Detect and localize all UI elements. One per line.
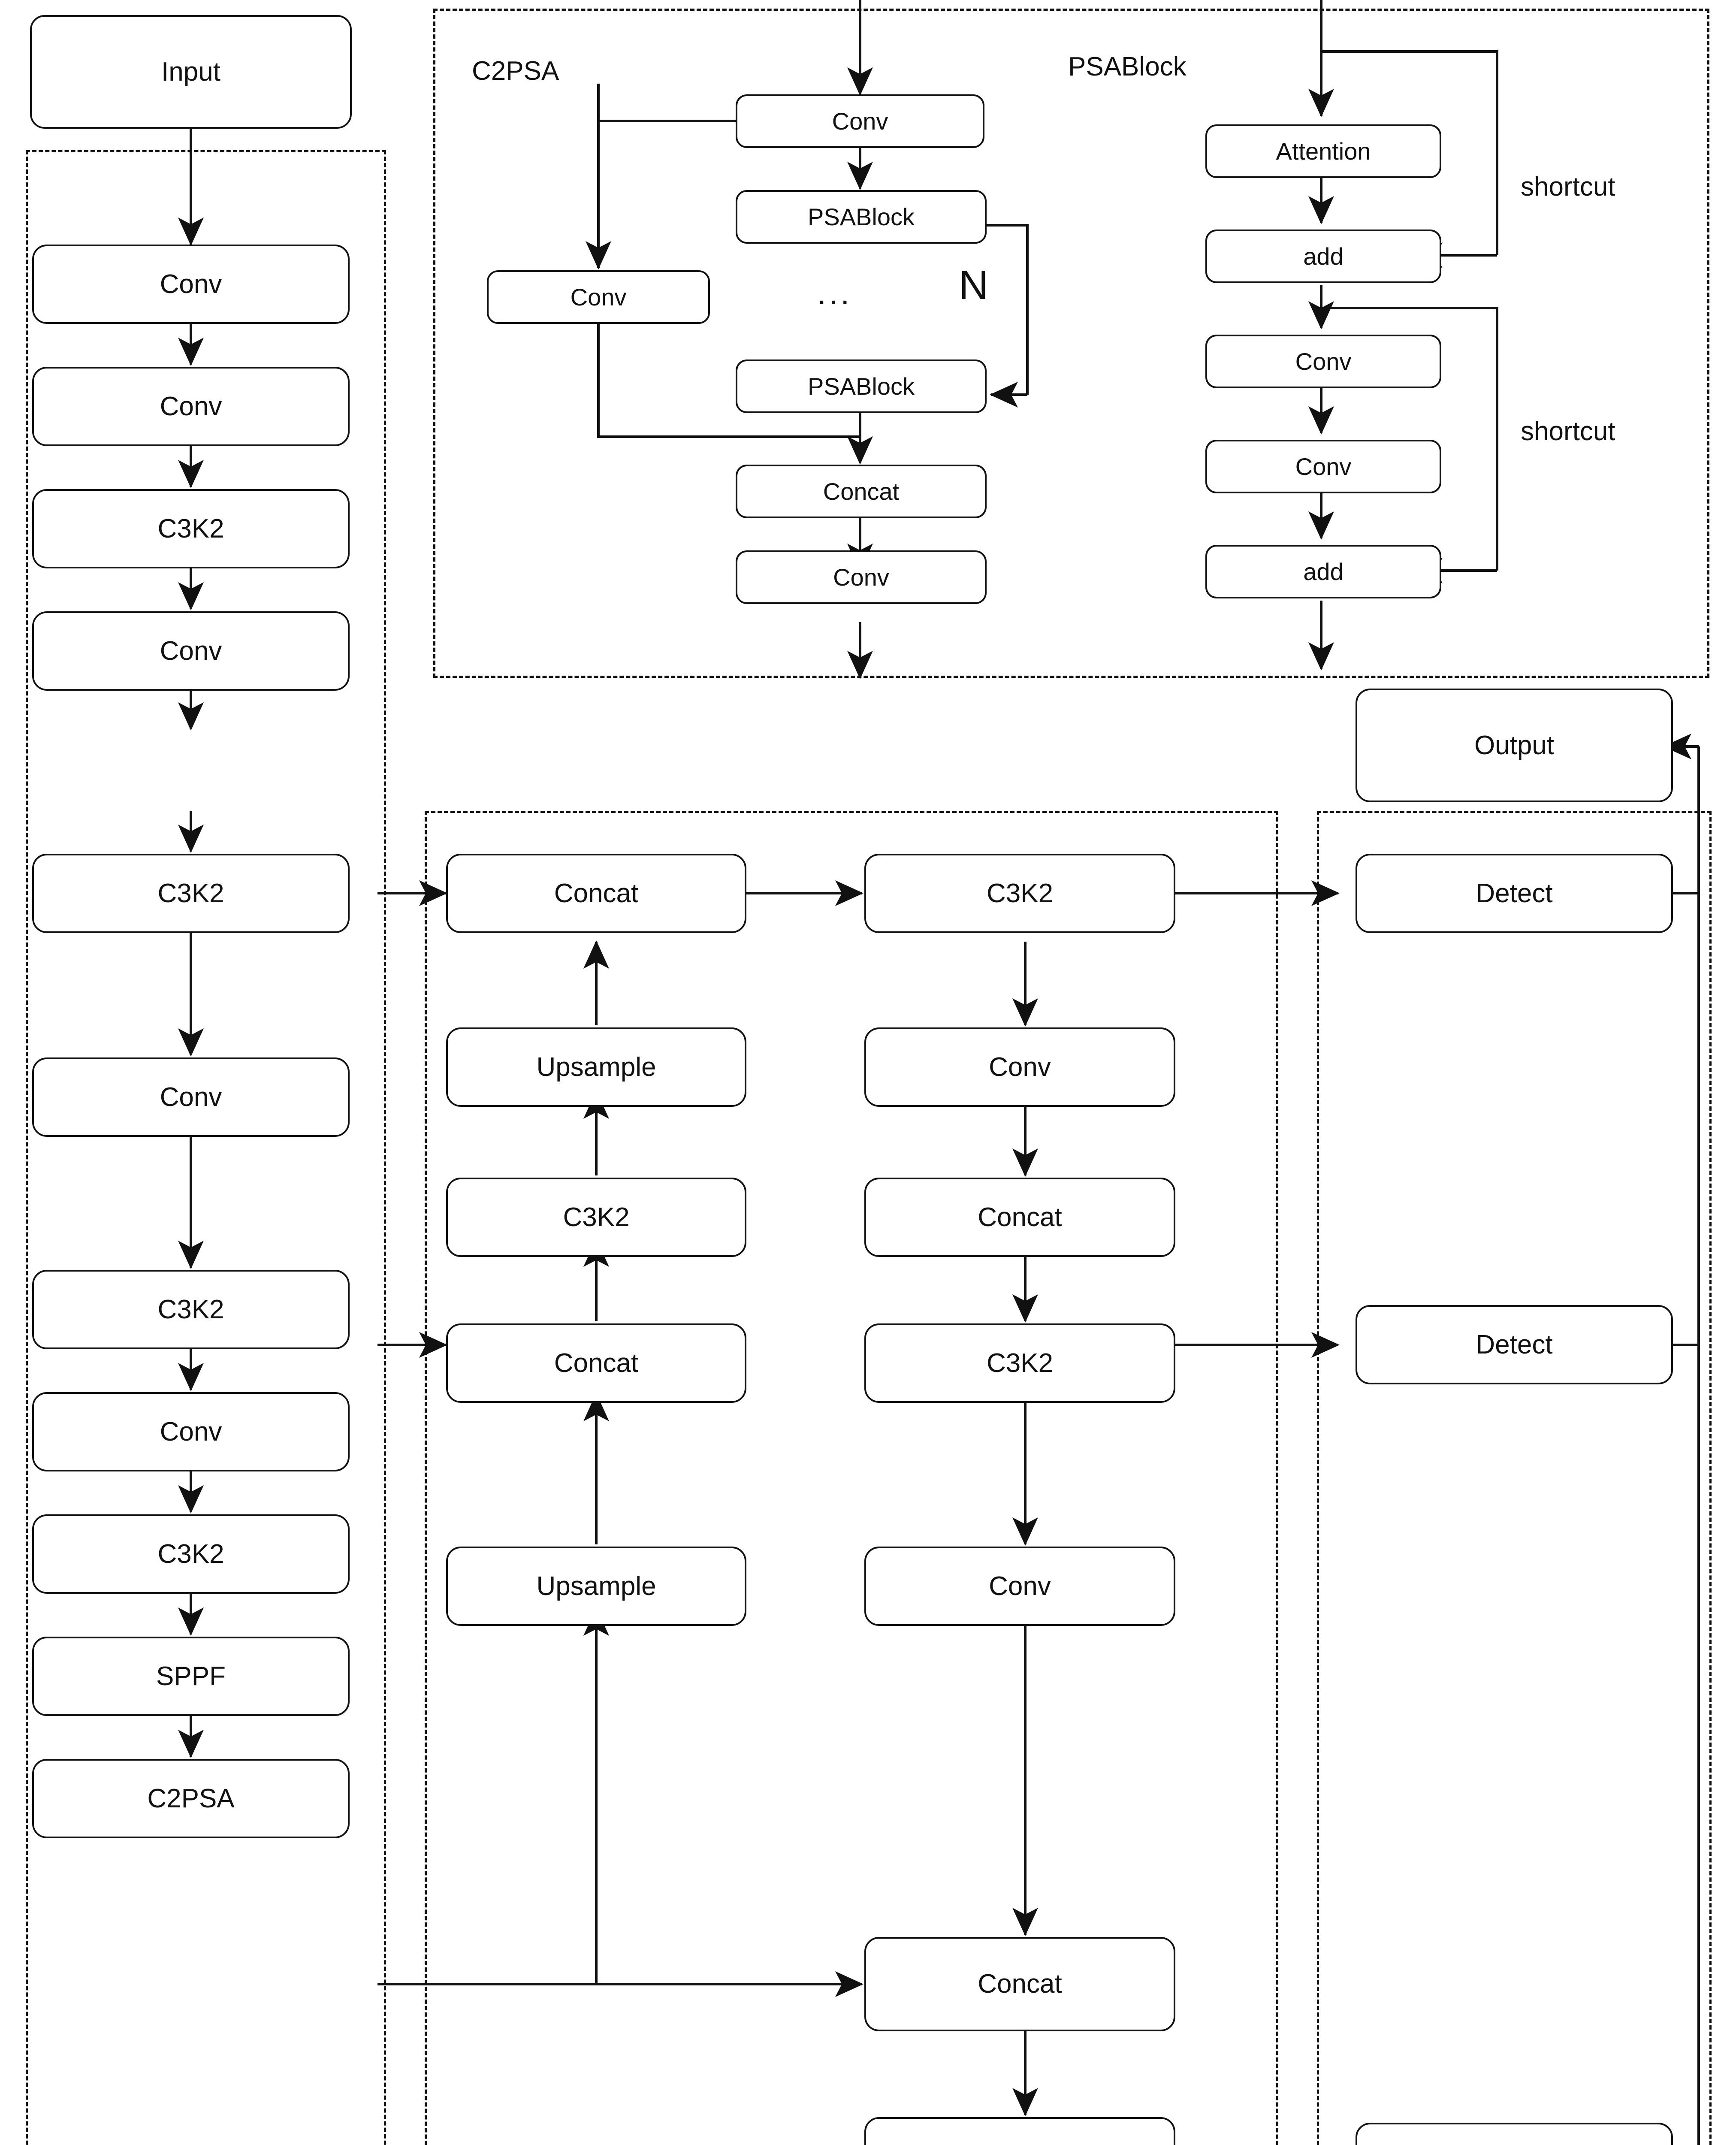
node-nk-conv-1[interactable]: Conv	[864, 1027, 1175, 1107]
node-bb-conv-5[interactable]: Conv	[32, 1392, 350, 1471]
node-hd-detect-1[interactable]: Detect	[1356, 854, 1673, 933]
node-nk-concat-3[interactable]: Concat	[864, 1178, 1175, 1257]
node-nk-c3k2-2[interactable]: C3K2	[864, 854, 1175, 933]
node-ps-attention[interactable]: Attention	[1205, 124, 1441, 178]
node-nk-c3k2-4[interactable]: C3K2	[864, 2117, 1175, 2145]
node-bb-conv-2[interactable]: Conv	[32, 367, 350, 446]
group-label-psablock: PSABlock	[1068, 52, 1187, 82]
node-output[interactable]: Output	[1356, 689, 1673, 802]
node-nk-upsample-2[interactable]: Upsample	[446, 1547, 746, 1626]
node-ps-add-1[interactable]: add	[1205, 230, 1441, 283]
node-ps-conv-1[interactable]: Conv	[1205, 335, 1441, 388]
node-c2-conv-left[interactable]: Conv	[487, 270, 710, 324]
node-c2-psablock-1[interactable]: PSABlock	[736, 190, 987, 244]
node-c2-concat[interactable]: Concat	[736, 465, 987, 518]
node-bb-c2psa[interactable]: C2PSA	[32, 1759, 350, 1838]
node-ps-add-2[interactable]: add	[1205, 545, 1441, 598]
node-nk-concat-4[interactable]: Concat	[864, 1937, 1175, 2031]
node-ps-conv-2[interactable]: Conv	[1205, 440, 1441, 493]
psablock-shortcut-label-1: shortcut	[1521, 172, 1615, 202]
node-nk-concat-1[interactable]: Concat	[446, 854, 746, 933]
node-bb-conv-4[interactable]: Conv	[32, 1057, 350, 1137]
node-hd-detect-3[interactable]: Detect	[1356, 2123, 1673, 2145]
node-bb-c3k2-3[interactable]: C3K2	[32, 1270, 350, 1349]
group-neck	[425, 811, 1278, 2145]
node-nk-conv-2[interactable]: Conv	[864, 1547, 1175, 1626]
node-c2-psablock-2[interactable]: PSABlock	[736, 360, 987, 413]
node-bb-c3k2-4[interactable]: C3K2	[32, 1514, 350, 1594]
node-c2-conv-out[interactable]: Conv	[736, 550, 987, 604]
node-nk-c3k2-1[interactable]: C3K2	[446, 1178, 746, 1257]
node-nk-upsample-1[interactable]: Upsample	[446, 1027, 746, 1107]
node-hd-detect-2[interactable]: Detect	[1356, 1305, 1673, 1384]
node-input[interactable]: Input	[30, 15, 352, 129]
node-nk-c3k2-3[interactable]: C3K2	[864, 1323, 1175, 1403]
node-c2-conv-top[interactable]: Conv	[736, 94, 984, 148]
node-bb-conv-1[interactable]: Conv	[32, 245, 350, 324]
node-bb-c3k2-1[interactable]: C3K2	[32, 489, 350, 568]
node-nk-concat-2[interactable]: Concat	[446, 1323, 746, 1403]
node-bb-c3k2-2[interactable]: C3K2	[32, 854, 350, 933]
node-bb-sppf[interactable]: SPPF	[32, 1637, 350, 1716]
c2psa-ellipsis: ...	[817, 275, 852, 311]
c2psa-repeat-count: N	[959, 262, 989, 308]
node-bb-conv-3[interactable]: Conv	[32, 611, 350, 691]
group-head	[1317, 811, 1712, 2145]
psablock-shortcut-label-2: shortcut	[1521, 417, 1615, 446]
group-c2psa-detail	[433, 9, 1709, 678]
group-backbone	[26, 150, 386, 2145]
group-label-c2psa: C2PSA	[472, 56, 559, 86]
